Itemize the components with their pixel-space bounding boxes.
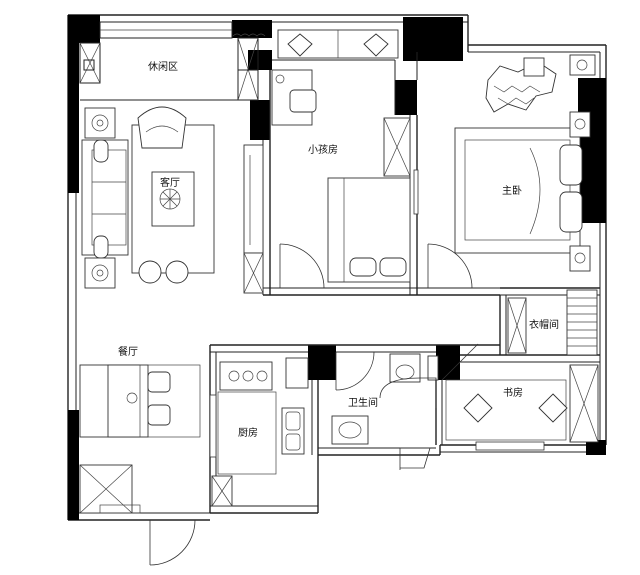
room-label-walk-in-closet: 衣帽间	[529, 318, 559, 331]
room-label-master-bedroom: 主卧	[502, 184, 522, 197]
master-bedroom-furniture	[427, 54, 596, 289]
kids-room-furniture	[271, 29, 419, 289]
study-furniture	[441, 343, 599, 451]
wall-blocks	[68, 15, 606, 520]
room-label-study: 书房	[503, 386, 523, 399]
leisure-window-shelf	[99, 21, 266, 39]
dining-furniture	[79, 364, 201, 566]
living-room-furniture	[81, 106, 264, 294]
room-labels: 休闲区 客厅 小孩房 主卧 衣帽间 餐厅 卫生间 厨房 书房	[118, 60, 559, 439]
room-label-leisure: 休闲区	[148, 60, 178, 73]
room-label-kids-room: 小孩房	[308, 143, 338, 156]
room-label-kitchen: 厨房	[238, 426, 258, 439]
room-label-dining: 餐厅	[118, 345, 138, 358]
closet-furniture	[507, 289, 598, 356]
bathroom-fixtures	[331, 351, 439, 470]
room-label-bathroom: 卫生间	[348, 396, 378, 409]
room-label-living: 客厅	[160, 176, 180, 189]
kitchen-furniture	[209, 357, 309, 507]
